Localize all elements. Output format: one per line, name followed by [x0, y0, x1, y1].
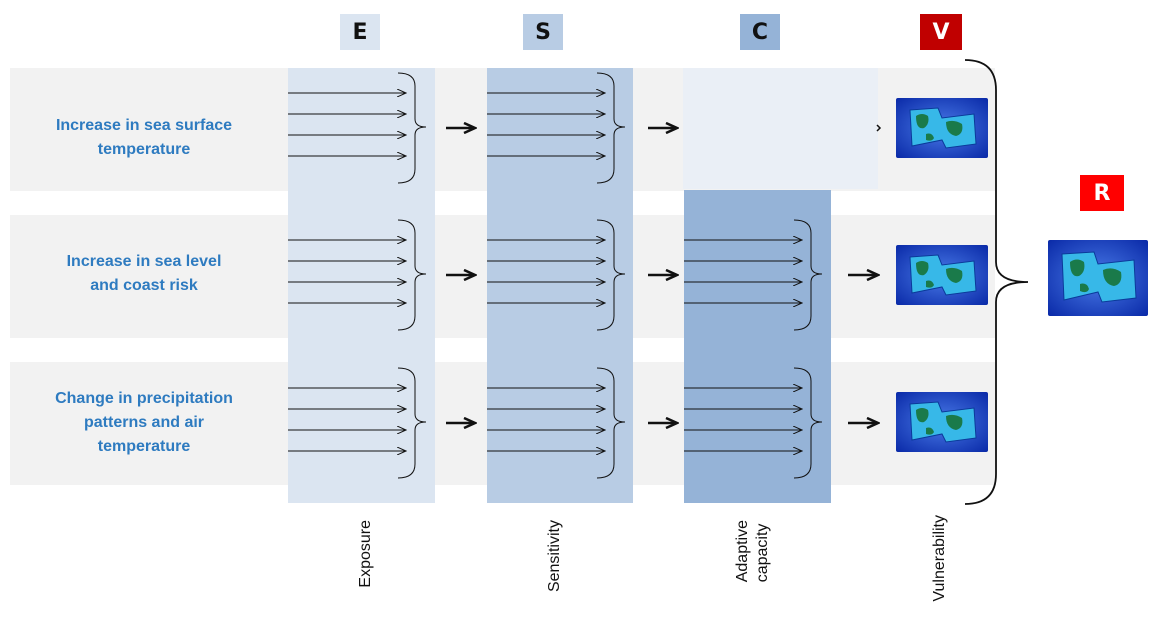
row-label-sea-level: Increase in sea level and coast risk — [66, 253, 222, 294]
world-puzzle-icon — [896, 98, 988, 158]
exposure-label: Exposure — [357, 520, 374, 588]
sensitivity-header: S — [523, 14, 563, 50]
exposure-arrows — [288, 72, 427, 479]
sensitivity-arrows — [487, 72, 626, 479]
vulnerability-label: Vulnerability — [931, 515, 948, 602]
bold-connector-arrows — [446, 128, 878, 423]
row-label-sea-surface-temperature: Increase in sea surface temperature — [55, 117, 233, 158]
adaptive-capacity-column — [684, 190, 831, 503]
row-label-precipitation: Change in precipitation patterns and air… — [55, 390, 233, 455]
vulnerability-brace — [964, 59, 1029, 505]
adaptive-capacity-header: C — [740, 14, 780, 50]
sensitivity-label: Sensitivity — [546, 520, 563, 593]
exposure-header: E — [340, 14, 380, 50]
world-puzzle-icon — [896, 245, 988, 305]
adaptive-capacity-arrows — [684, 219, 823, 479]
exposure-column — [288, 68, 435, 503]
adaptive-capacity-label: Adaptive capacity — [734, 520, 771, 583]
risk-header: R — [1080, 175, 1124, 211]
risk-world-puzzle-icon — [1048, 240, 1148, 316]
sensitivity-column — [487, 68, 633, 503]
small-arrow-tip — [876, 124, 882, 132]
vulnerability-header: V — [920, 14, 962, 50]
adaptive-capacity-light-panel — [683, 68, 878, 189]
world-puzzle-icon — [896, 392, 988, 452]
